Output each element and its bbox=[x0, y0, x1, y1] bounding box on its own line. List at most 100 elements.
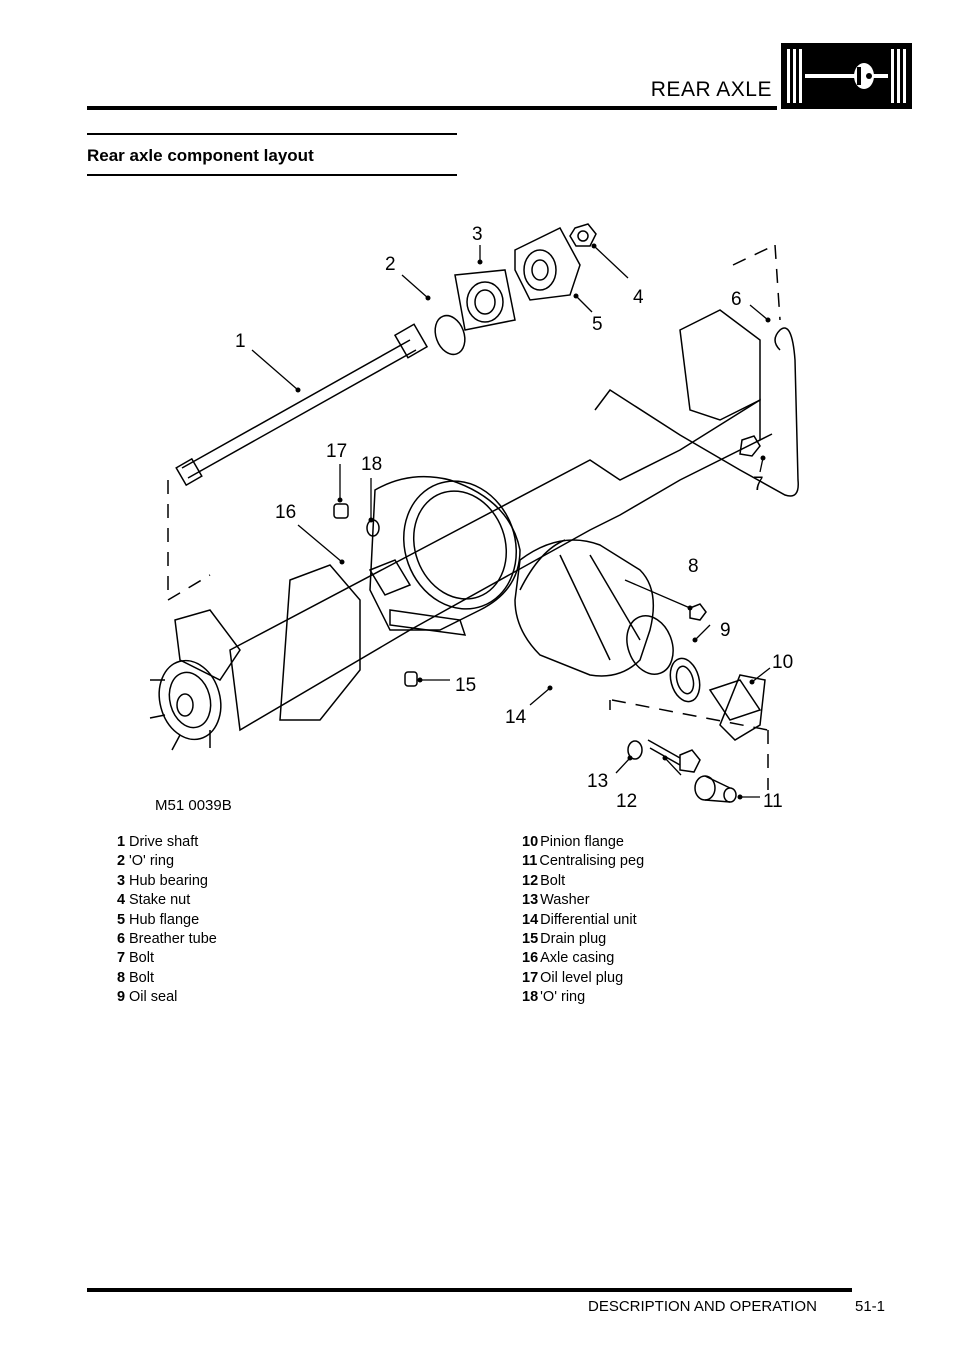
legend-label: Hub bearing bbox=[129, 872, 208, 889]
legend-label: Centralising peg bbox=[539, 853, 645, 870]
legend-number: 7 bbox=[117, 950, 126, 967]
legend-label: Oil level plug bbox=[540, 969, 624, 986]
callout-9: 9 bbox=[720, 620, 731, 641]
page-number: 51-1 bbox=[855, 1298, 886, 1315]
section-header-title: REAR AXLE bbox=[650, 78, 772, 101]
washer-13 bbox=[627, 740, 643, 760]
legend-number: 8 bbox=[117, 969, 126, 986]
callout-14: 14 bbox=[505, 707, 527, 728]
legend-number: 15 bbox=[522, 931, 539, 948]
callout-1: 1 bbox=[235, 331, 246, 352]
callout-15: 15 bbox=[455, 675, 476, 696]
callout-18: 18 bbox=[361, 454, 382, 475]
drive-shaft bbox=[175, 323, 429, 487]
axle-casing bbox=[149, 309, 761, 751]
legend-label: Hub flange bbox=[129, 911, 200, 928]
legend-label: Bolt bbox=[540, 872, 566, 889]
legend-label: Drain plug bbox=[540, 931, 607, 948]
header-rule bbox=[87, 106, 777, 110]
legend-number: 14 bbox=[522, 911, 539, 928]
callout-4: 4 bbox=[633, 287, 644, 308]
legend-number: 9 bbox=[117, 989, 126, 1006]
callout-5: 5 bbox=[592, 314, 603, 335]
legend-number: 11 bbox=[522, 853, 538, 870]
axle-exploded-diagram: 1 2 3 4 5 6 7 8 9 10 11 12 13 14 15 16 1… bbox=[149, 223, 799, 814]
page-title: Rear axle component layout bbox=[87, 146, 314, 165]
oil-level-plug bbox=[333, 503, 349, 519]
centralising-peg bbox=[694, 775, 737, 803]
legend-label: Washer bbox=[540, 892, 590, 909]
legend-label: Breather tube bbox=[129, 931, 217, 948]
legend-item: 2'O' ring bbox=[117, 852, 217, 871]
breather-tube bbox=[594, 327, 799, 497]
legend-number: 18 bbox=[522, 989, 539, 1006]
callout-10: 10 bbox=[772, 652, 793, 673]
legend-number: 10 bbox=[522, 834, 539, 850]
callout-6: 6 bbox=[731, 289, 742, 310]
bolt-8 bbox=[689, 603, 707, 621]
callout-3: 3 bbox=[472, 224, 483, 245]
callout-7: 7 bbox=[753, 474, 764, 495]
section-rule-top bbox=[87, 133, 457, 135]
legend-number: 16 bbox=[522, 950, 539, 967]
legend-number: 4 bbox=[117, 892, 126, 909]
legend-number: 6 bbox=[117, 931, 126, 948]
drain-plug bbox=[404, 671, 418, 687]
legend-number: 12 bbox=[522, 872, 539, 889]
legend-number: 5 bbox=[117, 911, 126, 928]
legend-label: 'O' ring bbox=[129, 853, 175, 870]
legend-label: Differential unit bbox=[540, 911, 637, 928]
legend-label: Stake nut bbox=[129, 892, 191, 909]
stake-nut bbox=[569, 223, 597, 247]
legend-label: Drive shaft bbox=[129, 834, 199, 850]
bolt-7 bbox=[739, 433, 773, 457]
callout-17: 17 bbox=[326, 441, 347, 462]
hub-bearing bbox=[454, 269, 516, 331]
legend-number: 1 bbox=[117, 834, 126, 850]
pinion-flange bbox=[708, 674, 766, 741]
callout-2: 2 bbox=[385, 254, 396, 275]
callout-8: 8 bbox=[688, 556, 699, 577]
legend-label: Bolt bbox=[129, 969, 154, 986]
legend-label: Pinion flange bbox=[540, 834, 624, 850]
callout-13: 13 bbox=[587, 771, 608, 792]
legend-label: Oil seal bbox=[129, 989, 178, 1006]
legend-label: 'O' ring bbox=[540, 989, 586, 1006]
section-rule-bottom bbox=[87, 174, 457, 176]
figure-code: M51 0039B bbox=[155, 797, 232, 814]
legend-number: 3 bbox=[117, 872, 126, 889]
legend-label: Axle casing bbox=[540, 950, 615, 967]
callout-11: 11 bbox=[763, 791, 783, 812]
differential-unit bbox=[514, 539, 674, 677]
hub-flange bbox=[514, 227, 581, 301]
legend-number: 2 bbox=[117, 853, 126, 870]
legend-number: 13 bbox=[522, 892, 539, 909]
legend-label: Bolt bbox=[129, 950, 154, 967]
footer-section-name: DESCRIPTION AND OPERATION bbox=[588, 1298, 817, 1315]
legend-item: 18'O' ring bbox=[522, 988, 644, 1007]
legend-number: 17 bbox=[522, 969, 539, 986]
footer-rule bbox=[87, 1288, 852, 1292]
o-ring-2 bbox=[434, 314, 466, 356]
oil-seal bbox=[669, 657, 701, 703]
callout-12: 12 bbox=[616, 791, 637, 812]
rear-axle-section-icon bbox=[781, 43, 912, 109]
